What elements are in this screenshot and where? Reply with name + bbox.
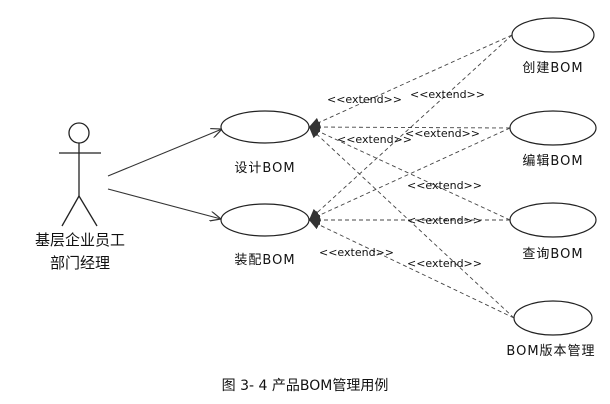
use-case-label-create: 创建BOM	[522, 61, 583, 76]
use-case-label-version: BOM版本管理	[506, 344, 595, 359]
extend-create-assemble	[308, 34, 513, 221]
extend-label: <<extend>>	[405, 127, 480, 140]
use-case-edit	[509, 110, 597, 146]
actor-head	[68, 122, 90, 144]
figure-caption: 图 3- 4 产品BOM管理用例	[222, 378, 389, 394]
extend-version-design	[308, 126, 515, 319]
use-case-assemble	[220, 203, 310, 237]
actor-name-line1: 基层企业员工	[35, 231, 125, 249]
extend-label: <<extend>>	[407, 179, 482, 192]
extend-edit-design	[308, 122, 511, 133]
actor-name-line2: 部门经理	[50, 254, 110, 272]
extend-query-design	[308, 126, 511, 221]
extend-label: <<extend>>	[410, 88, 485, 101]
association-assemble	[107, 188, 221, 219]
extend-label: <<extend>>	[407, 214, 482, 227]
extend-edit-assemble	[308, 127, 511, 221]
use-case-label-edit: 编辑BOM	[522, 154, 583, 169]
extend-label: <<extend>>	[407, 257, 482, 270]
extend-relationships	[308, 34, 515, 319]
extend-label: <<extend>>	[319, 246, 394, 259]
actor-figure	[59, 122, 101, 227]
extend-version-assemble	[308, 219, 515, 319]
use-case-query	[509, 202, 597, 238]
actor-left-leg	[61, 195, 80, 227]
use-case-label-query: 查询BOM	[522, 247, 583, 262]
use-case-label-design: 设计BOM	[234, 161, 295, 176]
use-case-version	[513, 300, 593, 336]
extend-label: <<extend>>	[327, 93, 402, 106]
association-design	[107, 129, 222, 177]
extend-label: <<extend>>	[337, 133, 412, 146]
use-case-design	[220, 110, 310, 144]
actor-right-leg	[78, 195, 98, 227]
extend-create-design	[308, 34, 513, 128]
use-case-create	[511, 17, 595, 53]
use-case-label-assemble: 装配BOM	[234, 253, 295, 268]
